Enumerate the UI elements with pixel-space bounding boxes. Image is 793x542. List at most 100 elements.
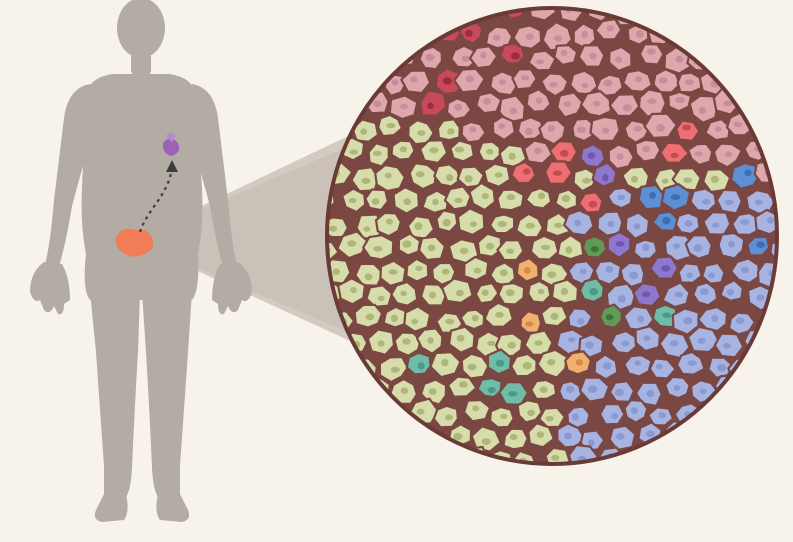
cell-nucleus bbox=[472, 406, 479, 412]
cell-olive-green bbox=[376, 213, 401, 236]
cell-nucleus bbox=[683, 317, 692, 324]
cell-nucleus bbox=[551, 313, 559, 320]
cell-nucleus bbox=[470, 452, 479, 460]
cell-nucleus bbox=[635, 76, 642, 82]
cell-nucleus bbox=[622, 10, 631, 15]
cell-nucleus bbox=[508, 391, 517, 397]
cell-nucleus bbox=[499, 79, 506, 85]
cell-nucleus bbox=[724, 200, 733, 205]
cell-nucleus bbox=[572, 414, 579, 421]
cell-nucleus bbox=[589, 288, 598, 295]
cell-nucleus bbox=[378, 340, 385, 346]
cell-nucleus bbox=[637, 315, 644, 322]
cell-nucleus bbox=[538, 289, 545, 294]
right-leg bbox=[142, 292, 192, 500]
cell-nucleus bbox=[374, 101, 382, 108]
cell-nucleus bbox=[540, 386, 548, 393]
cell-nucleus bbox=[618, 295, 627, 303]
cell-nucleus bbox=[488, 387, 496, 393]
cell-nucleus bbox=[687, 360, 696, 365]
cell-nucleus bbox=[662, 217, 670, 225]
cell-nucleus bbox=[350, 150, 358, 155]
cell-nucleus bbox=[470, 221, 477, 227]
cell-nucleus bbox=[568, 337, 575, 342]
cell-nucleus bbox=[465, 75, 474, 82]
cell-nucleus bbox=[673, 243, 680, 249]
cell-nucleus bbox=[590, 53, 597, 60]
cell-nucleus bbox=[400, 146, 407, 152]
cell-nucleus bbox=[527, 410, 535, 416]
cell-nucleus bbox=[333, 269, 341, 276]
cell-nucleus bbox=[469, 127, 476, 133]
cell-nucleus bbox=[507, 194, 516, 200]
cell-nucleus bbox=[536, 97, 543, 103]
cell-nucleus bbox=[615, 389, 624, 396]
cell-nucleus bbox=[582, 83, 588, 88]
cell-nucleus bbox=[740, 219, 749, 225]
cell-nucleus bbox=[675, 292, 684, 298]
cell-nucleus bbox=[634, 126, 642, 131]
cell-nucleus bbox=[676, 56, 684, 63]
cell-nucleus bbox=[495, 312, 504, 318]
cell-nucleus bbox=[536, 59, 545, 64]
cell-nucleus bbox=[524, 267, 531, 274]
cell-nucleus bbox=[428, 245, 436, 252]
cell-nucleus bbox=[642, 244, 649, 252]
cell-nucleus bbox=[386, 123, 395, 128]
cell-nucleus bbox=[468, 364, 477, 371]
cell-nucleus bbox=[631, 176, 638, 183]
cell-nucleus bbox=[717, 364, 726, 371]
cell-nucleus bbox=[588, 152, 596, 159]
cell-nucleus bbox=[700, 288, 709, 295]
cell-nucleus bbox=[580, 269, 587, 275]
cell-nucleus bbox=[593, 101, 600, 107]
cell-nucleus bbox=[465, 175, 473, 182]
cell-nucleus bbox=[500, 269, 508, 276]
cell-nucleus bbox=[523, 362, 532, 369]
cell-nucleus bbox=[631, 407, 638, 414]
cell-nucleus bbox=[685, 220, 693, 227]
cell-nucleus bbox=[554, 35, 562, 41]
cell-nucleus bbox=[687, 272, 693, 278]
cell-nucleus bbox=[671, 194, 680, 200]
cell-nucleus bbox=[365, 273, 373, 280]
cell-nucleus bbox=[425, 54, 434, 61]
cell-nucleus bbox=[602, 127, 609, 133]
cell-nucleus bbox=[712, 222, 719, 227]
left-foot bbox=[95, 494, 128, 522]
cell-nucleus bbox=[329, 226, 337, 232]
cell-nucleus bbox=[636, 30, 644, 37]
cell-nucleus bbox=[482, 289, 489, 296]
cell-nucleus bbox=[755, 337, 763, 343]
cell-nucleus bbox=[510, 108, 517, 114]
cell-nucleus bbox=[661, 265, 670, 271]
cell-nucleus bbox=[415, 266, 422, 271]
cell-nucleus bbox=[611, 413, 618, 419]
cell-nucleus bbox=[446, 174, 453, 181]
cell-nucleus bbox=[541, 245, 550, 250]
cell-nucleus bbox=[548, 125, 555, 132]
cell-nucleus bbox=[486, 243, 494, 250]
cell-nucleus bbox=[483, 98, 491, 105]
cell-nucleus bbox=[683, 177, 692, 183]
cell-nucleus bbox=[562, 195, 570, 202]
cell-nucleus bbox=[441, 359, 448, 367]
cell-nucleus bbox=[443, 219, 451, 226]
cell-nucleus bbox=[756, 241, 765, 248]
cell-nucleus bbox=[537, 431, 544, 438]
cell-nucleus bbox=[606, 314, 614, 320]
cell-nucleus bbox=[350, 287, 356, 293]
cell-nucleus bbox=[675, 97, 684, 103]
cell-nucleus bbox=[443, 77, 452, 84]
cell-nucleus bbox=[588, 386, 597, 393]
cell-nucleus bbox=[427, 103, 433, 109]
cell-nucleus bbox=[385, 173, 392, 179]
cell-nucleus bbox=[744, 170, 751, 176]
cell-nucleus bbox=[534, 148, 541, 155]
cell-nucleus bbox=[521, 75, 529, 80]
cell-nucleus bbox=[702, 199, 710, 204]
cell-nucleus bbox=[588, 439, 595, 446]
cell-nucleus bbox=[510, 434, 518, 440]
cell-nucleus bbox=[551, 455, 559, 461]
